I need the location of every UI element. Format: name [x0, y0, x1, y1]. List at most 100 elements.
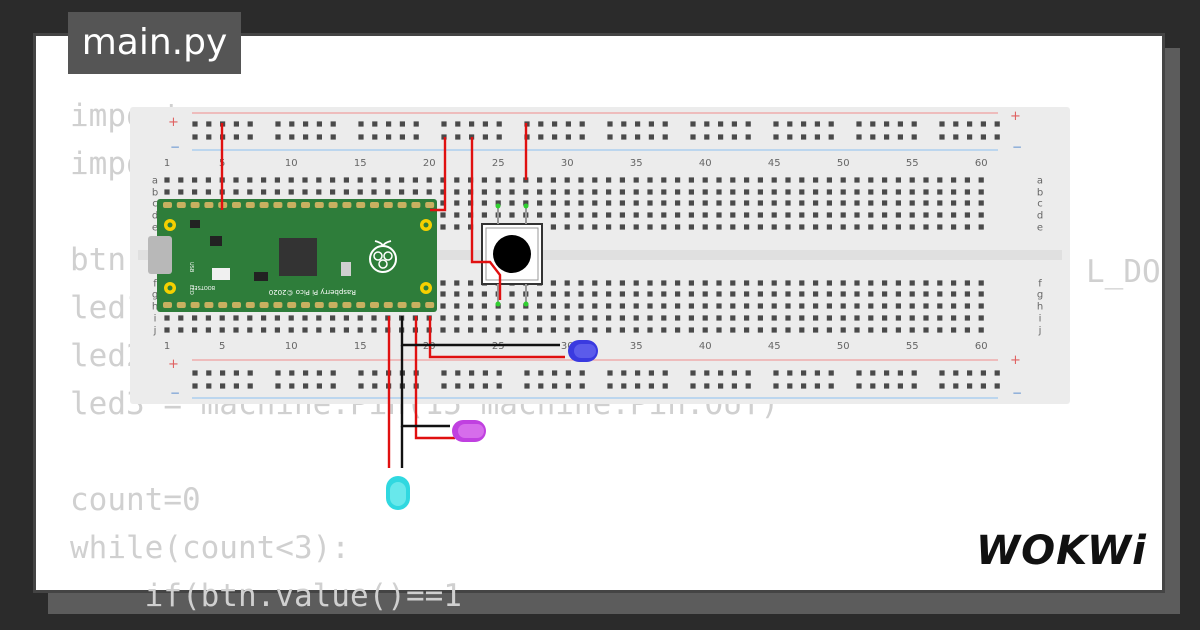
pico-pin: [204, 202, 214, 208]
breadboard-hole: [592, 315, 598, 321]
breadboard-hole: [343, 189, 349, 195]
breadboard-hole: [205, 189, 211, 195]
breadboard-hole: [909, 327, 915, 333]
breadboard-hole: [801, 134, 807, 140]
breadboard-hole: [882, 280, 888, 286]
breadboard-hole: [856, 383, 862, 389]
breadboard-hole: [909, 280, 915, 286]
breadboard-hole: [895, 212, 901, 218]
breadboard-hole: [937, 303, 943, 309]
file-tab[interactable]: main.py: [68, 12, 241, 74]
pico-pin: [204, 302, 214, 308]
breadboard-hole: [316, 370, 322, 376]
bootsel-button[interactable]: [212, 268, 230, 280]
breadboard-hole: [757, 177, 763, 183]
breadboard-hole: [787, 121, 793, 127]
breadboard-hole: [550, 189, 556, 195]
breadboard-hole: [744, 224, 750, 230]
breadboard-hole: [882, 291, 888, 297]
breadboard-hole: [868, 177, 874, 183]
breadboard-hole: [537, 212, 543, 218]
breadboard-hole: [635, 370, 641, 376]
led-purple[interactable]: [452, 420, 486, 442]
breadboard-hole: [469, 370, 475, 376]
breadboard-hole: [688, 303, 694, 309]
breadboard-hole: [648, 370, 654, 376]
breadboard-hole: [330, 121, 336, 127]
column-label: 15: [354, 341, 367, 352]
pico-pin: [176, 202, 186, 208]
breadboard-hole: [633, 177, 639, 183]
column-label: 55: [906, 341, 919, 352]
breadboard-hole: [192, 121, 198, 127]
breadboard-hole: [814, 134, 820, 140]
breadboard-hole: [468, 200, 474, 206]
breadboard-hole: [702, 280, 708, 286]
breadboard-hole: [718, 134, 724, 140]
breadboard-hole: [565, 121, 571, 127]
breadboard-hole: [538, 121, 544, 127]
breadboard-hole: [578, 189, 584, 195]
breadboard-hole: [801, 383, 807, 389]
breadboard-hole: [619, 291, 625, 297]
breadboard-hole: [468, 315, 474, 321]
breadboard-hole: [455, 383, 461, 389]
column-label: 35: [630, 341, 643, 352]
push-button-cap[interactable]: [493, 235, 531, 273]
breadboard-hole: [716, 291, 722, 297]
breadboard-hole: [261, 327, 267, 333]
breadboard-hole: [964, 189, 970, 195]
breadboard-hole: [606, 189, 612, 195]
breadboard-hole: [192, 134, 198, 140]
breadboard-hole: [178, 177, 184, 183]
breadboard-hole: [757, 303, 763, 309]
breadboard-hole: [550, 291, 556, 297]
breadboard-hole: [702, 200, 708, 206]
column-label: 50: [837, 158, 850, 169]
push-button[interactable]: [481, 203, 543, 307]
breadboard-hole: [884, 370, 890, 376]
breadboard-hole: [757, 327, 763, 333]
breadboard-hole: [578, 212, 584, 218]
pico-pin: [245, 202, 255, 208]
breadboard-hole: [399, 134, 405, 140]
pico-pin: [314, 302, 324, 308]
breadboard-hole: [813, 200, 819, 206]
breadboard-hole: [606, 224, 612, 230]
breadboard-hole: [964, 315, 970, 321]
breadboard-hole: [730, 212, 736, 218]
breadboard-hole: [330, 134, 336, 140]
breadboard-hole: [316, 383, 322, 389]
column-label: 1: [164, 158, 170, 169]
breadboard-hole: [564, 291, 570, 297]
breadboard-hole: [980, 121, 986, 127]
breadboard-hole: [882, 189, 888, 195]
row-label: g: [1037, 290, 1043, 301]
breadboard-hole: [731, 370, 737, 376]
pico-pin: [411, 302, 421, 308]
breadboard-hole: [274, 177, 280, 183]
breadboard-hole: [967, 134, 973, 140]
led-blue[interactable]: [568, 340, 598, 362]
code-line-fragment: L_DO: [1086, 254, 1161, 290]
breadboard-hole: [440, 280, 446, 286]
breadboard-hole: [951, 189, 957, 195]
breadboard-hole: [633, 291, 639, 297]
breadboard-hole: [468, 327, 474, 333]
breadboard-hole: [509, 189, 515, 195]
pico-pin: [273, 302, 283, 308]
breadboard-hole: [951, 224, 957, 230]
breadboard-hole: [868, 212, 874, 218]
breadboard-hole: [923, 200, 929, 206]
breadboard-hole: [399, 177, 405, 183]
led-cyan[interactable]: [386, 476, 410, 510]
raspberry-pi-pico[interactable]: Raspberry Pi Pico ©2020 USB BOOTSEL LED: [148, 199, 437, 312]
breadboard-hole: [731, 383, 737, 389]
breadboard-hole: [702, 315, 708, 321]
pico-label: Raspberry Pi Pico ©2020: [269, 288, 356, 296]
breadboard-hole: [550, 327, 556, 333]
breadboard-hole: [523, 189, 529, 195]
breadboard-hole: [953, 383, 959, 389]
rail-plus-label: +: [1010, 109, 1021, 124]
breadboard-hole: [592, 200, 598, 206]
